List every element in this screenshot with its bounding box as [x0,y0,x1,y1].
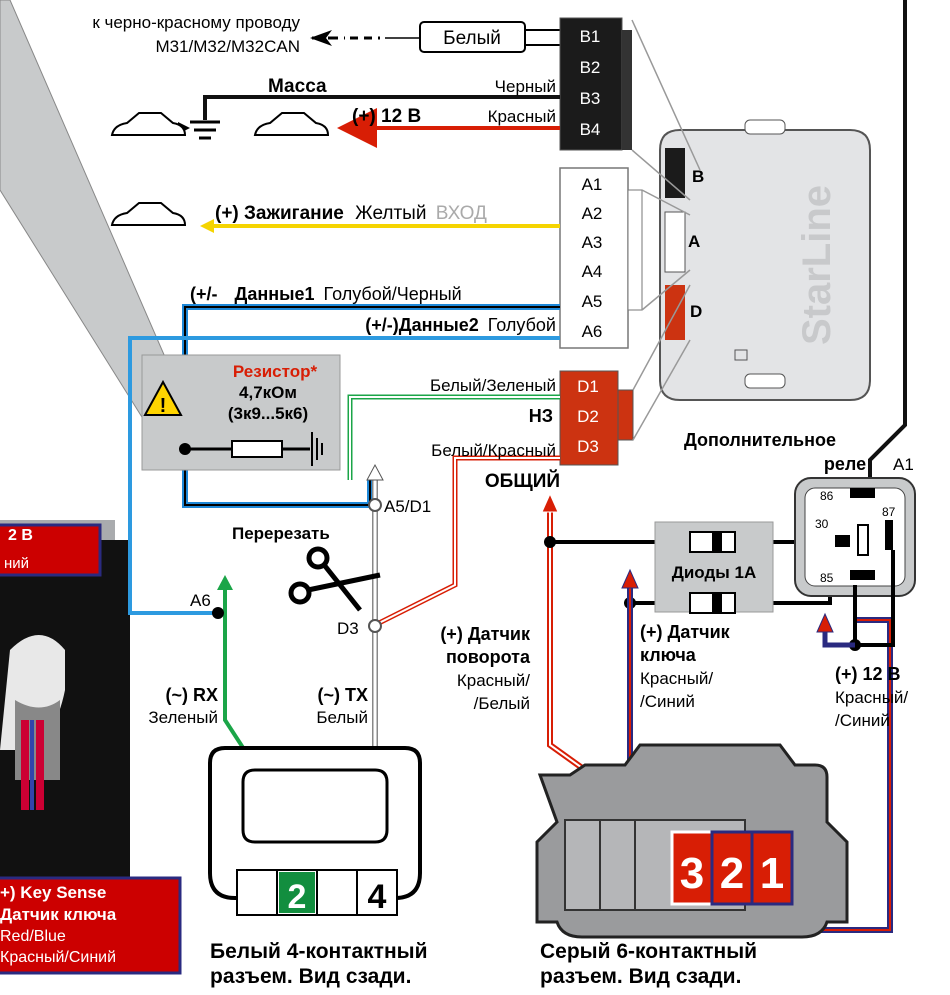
svg-text:!: ! [160,395,167,417]
common-label: ОБЩИЙ [485,470,560,492]
starline-module: B A D StarLine [659,119,871,401]
ground-icon [190,120,220,140]
inset-top-fragment-2: ний [4,555,29,572]
black-label: Черный [495,77,556,96]
p12-label-2: Красный/ [835,688,908,707]
car-icon [110,112,330,226]
pin-d2: D2 [577,407,599,426]
p12-label-3: /Синий [835,711,890,730]
relay: Дополнительное реле A1 86 30 87 85 [684,430,916,651]
plug6-caption-1: Серый 6-контактный [540,940,757,963]
turn-label-1: (+) Датчик [440,624,531,644]
inset-top-fragment: 2 В [8,527,33,544]
key-label-1: (+) Датчик [640,622,731,642]
relay-pin-85: 85 [820,571,834,585]
relay-pin-30: 30 [815,517,829,531]
inset-label-3: Red/Blue [0,928,66,945]
massa-label: Масса [268,76,327,97]
turn-label-2: поворота [446,647,531,667]
pin-a4: A4 [582,262,603,281]
a6-junction-label: A6 [190,591,211,610]
turn-label-4: /Белый [474,694,530,713]
d3-color-label: Белый/Красный [431,441,556,460]
plug-4pin: 2 4 [208,746,422,928]
pin-a1: A1 [582,175,603,194]
pin-a5: A5 [582,292,603,311]
diodes-label: Диоды 1А [672,563,757,582]
port-d-label: D [690,302,702,321]
rx-color-label: Зеленый [148,708,218,727]
rx-label: (~) RX [165,685,218,705]
plug6-pin-1: 1 [760,849,784,898]
resistor-title: Резистор* [233,362,318,381]
plug6-pin-3: 3 [680,849,704,898]
inset-label-4: Красный/Синий [0,949,116,966]
key-label-2: ключа [640,645,697,665]
data2-label: (+/-)Данные2 Голубой [365,315,556,335]
plug4-caption-1: Белый 4-контактный [210,940,428,963]
top-note-line1: к черно-красному проводу [92,13,300,32]
brand-logo: StarLine [795,185,839,345]
plus12-label: (+) 12 В [352,106,421,127]
plug6-pin-2: 2 [720,849,744,898]
connector-d: D1 D2 D3 [559,370,634,466]
port-a-label: A [688,232,700,251]
cut-label: Перерезать [232,524,330,543]
pin-d3: D3 [577,437,599,456]
plug-6pin: 3 2 1 [535,743,849,939]
ground-icon [311,432,323,466]
pin-b3: B3 [580,89,601,108]
resistor-range: (3к9...5к6) [228,404,308,423]
pin-a3: A3 [582,233,603,252]
red-label: Красный [488,107,556,126]
key-label-4: /Синий [640,692,695,711]
inset-label-2: Датчик ключа [0,905,117,924]
pin-b1: B1 [580,27,601,46]
resistor-value: 4,7кОм [239,383,297,402]
connector-b: B1 B2 B3 B4 [559,17,632,151]
relay-pin-87: 87 [882,505,896,519]
a5d1-label: A5/D1 [384,497,431,516]
relay-pin-86: 86 [820,489,834,503]
p12-label-1: (+) 12 В [835,664,901,684]
white-label: Белый [443,28,501,49]
turn-label-3: Красный/ [457,671,530,690]
d3-junction-label: D3 [337,619,359,638]
diodes-box: Диоды 1А [654,521,774,614]
warning-icon: ! [143,379,183,417]
pin-b2: B2 [580,58,601,77]
port-b-label: B [692,167,704,186]
tx-color-label: Белый [316,708,368,727]
white-wire-box [419,21,526,53]
d1-color-label: Белый/Зеленый [430,376,556,395]
pin-a2: A2 [582,204,603,223]
ignition-label: (+) Зажигание Желтый ВХОД [215,203,487,224]
connector-a: A1 A2 A3 A4 A5 A6 [559,167,643,349]
key-label-3: Красный/ [640,669,713,688]
pin-b4: B4 [580,120,601,139]
pin-d1: D1 [577,377,599,396]
data1-label: (+/- Данные1 Голубой/Черный [190,284,462,304]
tx-label: (~) TX [317,685,368,705]
plug4-caption-2: разъем. Вид сзади. [210,965,411,988]
scissors-icon [288,546,381,612]
resistor-symbol [231,440,283,458]
inset-label-1: +) Key Sense [0,883,106,902]
top-note-line2: M31/M32/M32CAN [155,37,300,56]
pin-a6: A6 [582,322,603,341]
key-sense-inset: 2 В ний +) Key Sense Датчик ключа Red/Bl… [0,520,182,975]
plug4-pin-2: 2 [288,878,307,916]
relay-a1: A1 [893,455,914,474]
relay-title-2: реле [824,454,866,474]
plug4-pin-4: 4 [368,878,387,916]
relay-title-1: Дополнительное [684,430,836,450]
plug6-caption-2: разъем. Вид сзади. [540,965,741,988]
nz-label: НЗ [529,406,553,426]
